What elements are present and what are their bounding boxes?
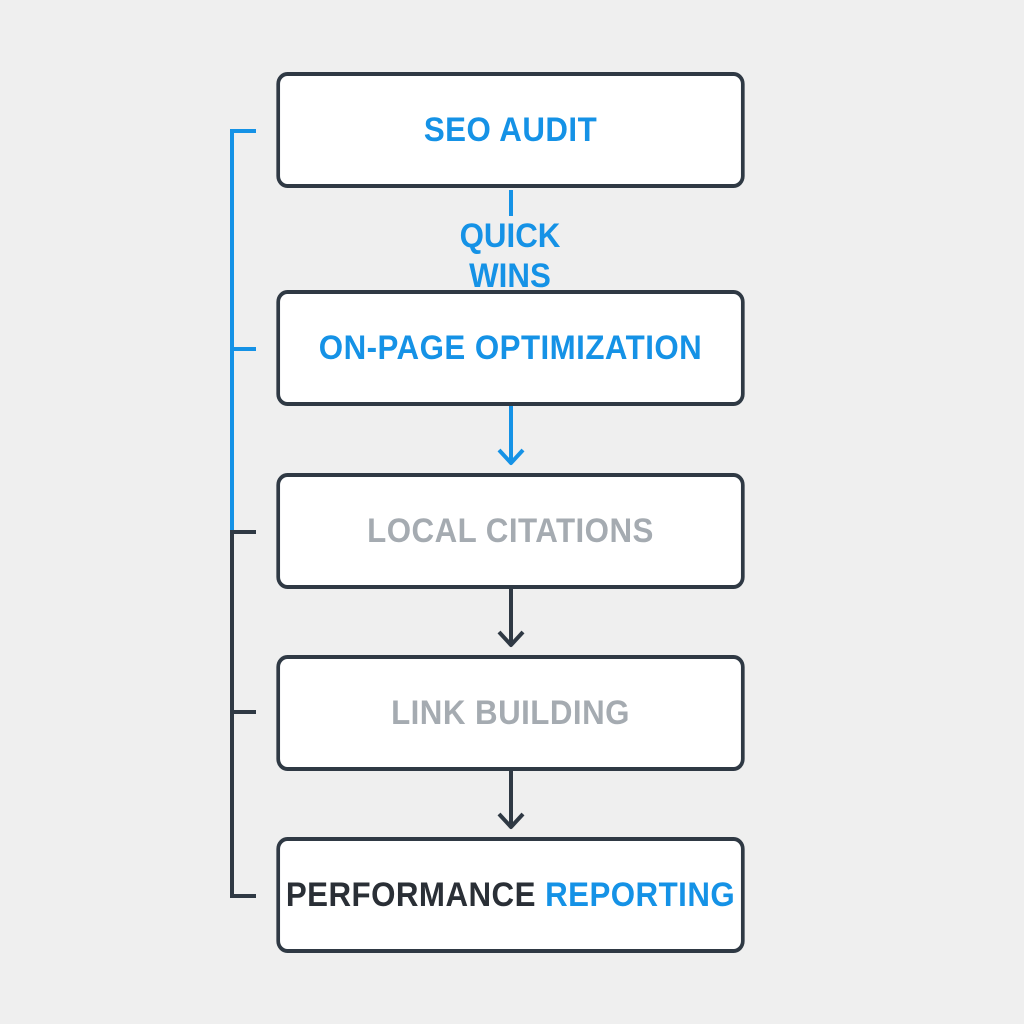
step-seo-audit-label: SEO AUDIT [423, 110, 598, 149]
arrow-link-to-report-head [497, 812, 525, 829]
arrow-onpage-to-local-head [497, 448, 525, 465]
performance-word: PERFORMANCE [285, 875, 536, 914]
bracket-blue-segment [230, 129, 256, 712]
reporting-word: REPORTING [545, 875, 736, 914]
step-performance-reporting-label: PERFORMANCE REPORTING [286, 876, 735, 915]
arrow-local-to-link-head [497, 630, 525, 647]
step-on-page-optimization-label: ON-PAGE OPTIMIZATION [318, 328, 703, 367]
step-local-citations: LOCAL CITATIONS [276, 473, 745, 589]
step-performance-reporting: PERFORMANCE REPORTING [276, 837, 745, 953]
step-link-building: LINK BUILDING [276, 655, 745, 771]
step-local-citations-label: LOCAL CITATIONS [367, 511, 654, 550]
step-seo-audit: SEO AUDIT [276, 72, 745, 188]
step-link-building-label: LINK BUILDING [391, 693, 630, 732]
quick-wins-label: QUICK WINS [418, 216, 602, 296]
step-on-page-optimization: ON-PAGE OPTIMIZATION [276, 290, 745, 406]
